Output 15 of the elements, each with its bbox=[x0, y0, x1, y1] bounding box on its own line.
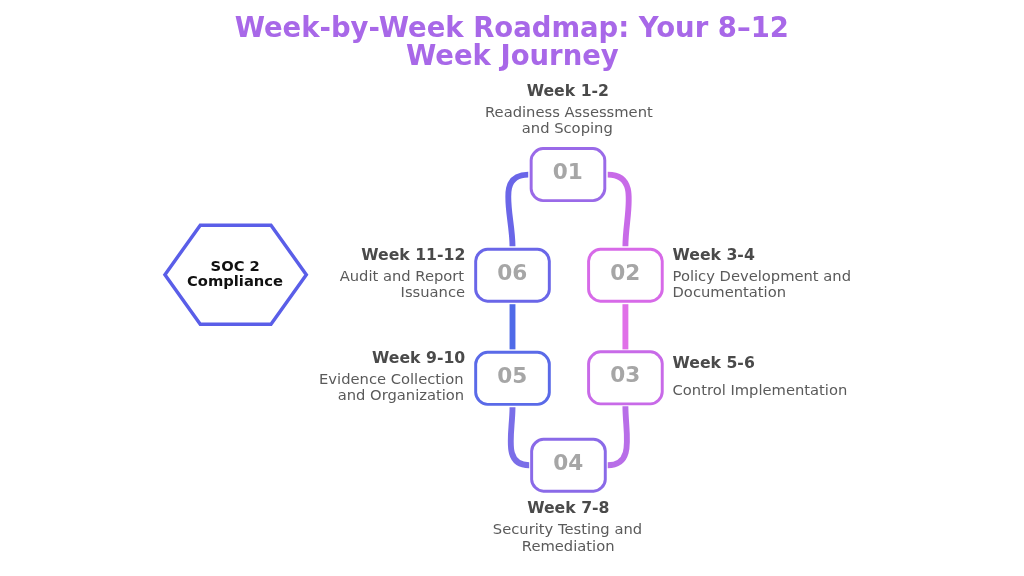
node-label: Audit and Report Issuance bbox=[339, 266, 465, 301]
node-label: Week 11-12 bbox=[360, 244, 465, 264]
node-label: Week 5-6 bbox=[672, 352, 755, 372]
node-label: Evidence Collection and Organization bbox=[318, 369, 464, 404]
node-label: Security Testing and Remediation bbox=[492, 519, 642, 554]
connector bbox=[621, 304, 628, 350]
node-label: Week 3-4 bbox=[672, 244, 755, 264]
node-label: Policy Development and Documentation bbox=[672, 266, 851, 301]
node-label: Readiness Assessment and Scoping bbox=[484, 102, 653, 137]
diagram-title: Week-by-Week Roadmap: Your 8–12 Week Journey bbox=[234, 11, 789, 71]
node-label: Week 9-10 bbox=[371, 347, 465, 367]
node-label: Control Implementation bbox=[672, 380, 847, 398]
node-label: Week 1-2 bbox=[526, 80, 609, 100]
node-label: Week 7-8 bbox=[526, 498, 609, 518]
connector bbox=[509, 304, 515, 350]
